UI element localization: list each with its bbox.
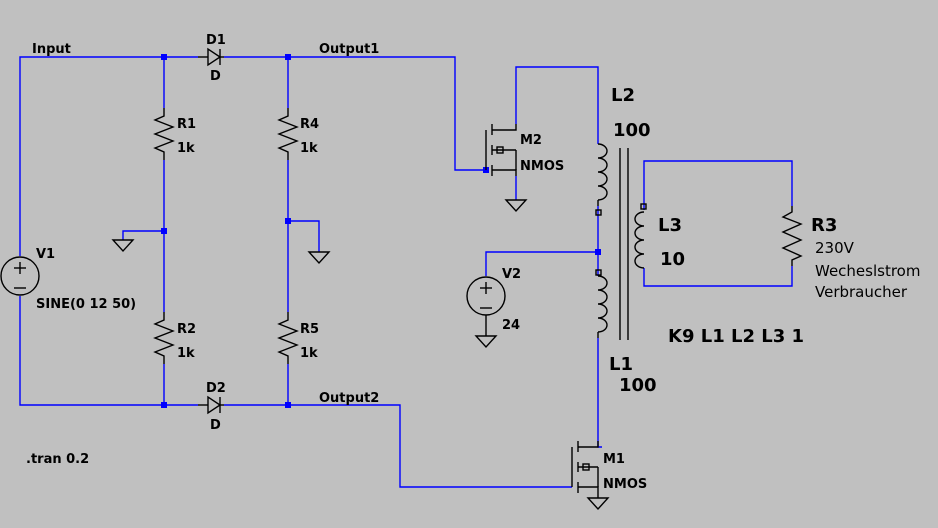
m2-name: M2	[520, 133, 542, 148]
diode-d1[interactable]	[198, 47, 224, 67]
v1-value: SINE(0 12 50)	[36, 297, 136, 312]
l1-name: L1	[609, 354, 633, 375]
ground-icon	[474, 335, 498, 349]
tran-directive[interactable]: .tran 0.2	[26, 452, 89, 467]
mosfet-m1[interactable]	[571, 441, 599, 498]
net-label-input: Input	[32, 42, 71, 57]
ground-icon	[504, 199, 528, 213]
inductor-l3[interactable]	[634, 203, 647, 269]
r3-name: R3	[811, 215, 837, 236]
d2-name: D2	[206, 381, 226, 396]
v2-name: V2	[502, 267, 521, 282]
m2-model: NMOS	[520, 159, 564, 174]
wires	[19, 56, 793, 488]
r2-name: R2	[177, 322, 196, 337]
coupling-directive[interactable]: K9 L1 L2 L3 1	[668, 326, 804, 347]
l2-name: L2	[611, 85, 635, 106]
ground-icon	[307, 251, 331, 265]
inductor-l1[interactable]	[595, 269, 608, 338]
m1-name: M1	[603, 452, 625, 467]
d2-model: D	[210, 418, 221, 433]
r2-value: 1k	[177, 346, 195, 361]
l2-value: 100	[613, 120, 651, 141]
d1-model: D	[210, 69, 221, 84]
v1-name: V1	[36, 247, 55, 262]
d1-name: D1	[206, 33, 226, 48]
m1-model: NMOS	[603, 477, 647, 492]
resistor-r1[interactable]	[153, 108, 175, 160]
junctions	[161, 54, 601, 408]
net-label-output2: Output2	[319, 391, 379, 406]
v2-source[interactable]	[466, 276, 506, 336]
r3-line3: Verbraucher	[815, 283, 908, 301]
v1-source[interactable]	[0, 256, 40, 296]
mosfet-m2[interactable]	[485, 124, 517, 176]
r5-name: R5	[300, 322, 319, 337]
l1-value: 100	[619, 375, 657, 396]
ground-icon	[111, 239, 135, 253]
transformer-core	[619, 148, 629, 340]
v2-value: 24	[502, 318, 520, 333]
net-label-output1: Output1	[319, 42, 379, 57]
resistor-r4[interactable]	[277, 108, 299, 160]
r3-line1: 230V	[815, 239, 855, 257]
r3-line2: Wecheslstrom	[815, 262, 920, 280]
r1-name: R1	[177, 117, 196, 132]
r4-value: 1k	[300, 141, 318, 156]
r4-name: R4	[300, 117, 319, 132]
resistor-r3[interactable]	[781, 206, 803, 266]
l3-name: L3	[658, 215, 682, 236]
resistor-r5[interactable]	[277, 312, 299, 364]
r5-value: 1k	[300, 346, 318, 361]
resistor-r2[interactable]	[153, 312, 175, 364]
ground-icon	[586, 497, 610, 511]
r1-value: 1k	[177, 141, 195, 156]
diode-d2[interactable]	[198, 395, 224, 415]
l3-value: 10	[660, 249, 685, 270]
inductor-l2[interactable]	[595, 143, 608, 216]
